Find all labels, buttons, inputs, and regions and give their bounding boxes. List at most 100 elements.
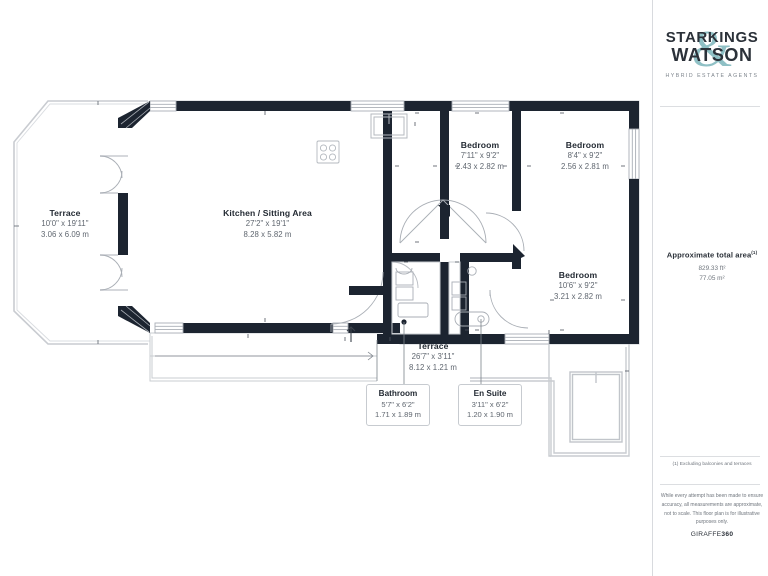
panel-divider-bottom xyxy=(660,484,760,485)
room-label-bedroom-3: Bedroom 10'6" x 9'2" 3.21 x 2.82 m xyxy=(523,270,633,302)
area-footnote-marker: (1) xyxy=(751,250,758,255)
brand-line-1: STARKINGS xyxy=(665,29,759,46)
disclaimer-text: While every attempt has been made to ens… xyxy=(660,493,764,526)
room-callout-bathroom: Bathroom 5'7" x 6'2" 1.71 x 1.89 m xyxy=(366,384,431,426)
wall-corridor-nub-2 xyxy=(513,244,525,262)
room-label-bedroom-1: Bedroom 7'11" x 9'2" 2.43 x 2.82 m xyxy=(425,140,535,172)
area-imperial: 829.33 ft² xyxy=(698,264,726,272)
room-dim-metric: 8.28 x 5.82 m xyxy=(243,229,292,239)
window-north-2 xyxy=(350,100,405,112)
wall-north-seg-1 xyxy=(176,101,351,111)
room-label-kitchen-sitting-area: Kitchen / Sitting Area 27'2" x 19'1" 8.2… xyxy=(175,208,360,240)
provider-name-suffix: 360 xyxy=(721,531,734,538)
window-south-kitchen-1 xyxy=(154,322,184,334)
room-label-terrace-west: Terrace 10'0" x 19'11" 3.06 x 6.09 m xyxy=(10,208,120,240)
door-swing-arc-bathroom xyxy=(391,261,419,289)
room-dim-imperial: 5'7" x 6'2" xyxy=(381,399,415,409)
window-south-right xyxy=(504,333,550,345)
window-east xyxy=(628,128,640,180)
window-north-1 xyxy=(149,100,177,112)
wall-east-upper xyxy=(629,101,639,129)
room-dim-imperial: 3'11" x 6'2" xyxy=(471,399,509,409)
room-dim-metric: 3.06 x 6.09 m xyxy=(41,229,89,239)
exclusion-note: (1) Excluding balconies and terraces xyxy=(672,462,752,467)
wall-kitchen-corridor xyxy=(383,111,392,331)
wall-bedroom2-left xyxy=(512,111,521,211)
room-label-bedroom-2: Bedroom 8'4" x 9'2" 2.56 x 2.81 m xyxy=(530,140,640,172)
brand-tagline: HYBRID ESTATE AGENTS xyxy=(665,72,759,79)
area-metric: 77.05 m² xyxy=(699,274,725,282)
room-name: Kitchen / Sitting Area xyxy=(223,208,312,218)
panel-divider-top xyxy=(660,106,760,107)
door-swing-arc-kitchen xyxy=(330,271,384,332)
wall-east-lower xyxy=(629,179,639,344)
room-name: Terrace xyxy=(417,341,449,351)
stairs-up-arrow xyxy=(346,326,356,342)
wall-corridor-nub xyxy=(438,205,450,217)
wall-corridor-bottom xyxy=(392,253,440,262)
door-swing-arc-terrace xyxy=(99,155,123,291)
room-dim-metric: 3.21 x 2.82 m xyxy=(554,291,602,301)
brand-logo: & STARKINGS WATSON HYBRID ESTATE AGENTS xyxy=(656,24,768,79)
garden-feature xyxy=(569,371,623,443)
panel-divider xyxy=(652,0,653,576)
room-name: Bedroom xyxy=(558,270,598,280)
room-callout-en-suite: En Suite 3'11" x 6'2" 1.20 x 1.90 m xyxy=(458,384,523,426)
room-dim-imperial: 27'2" x 19'1" xyxy=(245,219,290,229)
window-south-kitchen-2 xyxy=(332,322,349,334)
area-summary-title: Approximate total area(1) xyxy=(656,250,768,260)
room-dim-imperial: 26'7" x 3'11" xyxy=(411,352,455,362)
terrace-south-dim-arrow xyxy=(155,351,374,361)
wall-bath-left xyxy=(383,260,392,334)
door-swing-arc-bedroom3 xyxy=(489,289,529,329)
wall-ensuite-right xyxy=(460,262,469,334)
room-label-terrace-south: Terrace 26'7" x 3'11" 8.12 x 1.21 m xyxy=(378,341,488,373)
wall-hall-stub xyxy=(349,286,383,295)
provider-name-prefix: GIRAFFE xyxy=(690,531,722,538)
room-dim-metric: 1.20 x 1.90 m xyxy=(467,409,514,419)
room-name: En Suite xyxy=(473,389,507,398)
room-dim-metric: 8.12 x 1.21 m xyxy=(409,362,457,372)
room-dim-imperial: 10'6" x 9'2" xyxy=(558,281,598,291)
room-dim-metric: 2.43 x 2.82 m xyxy=(456,161,504,171)
bathroom-fixtures xyxy=(395,267,429,325)
brand-line-2: WATSON xyxy=(671,44,753,65)
terrace-south-outline xyxy=(149,333,377,382)
wall-tick-marks xyxy=(247,111,629,372)
bath-inner-lines xyxy=(391,261,461,335)
room-name: Terrace xyxy=(49,208,81,218)
panel-divider-mid xyxy=(660,456,760,457)
sink-symbol xyxy=(370,113,408,139)
room-dim-imperial: 8'4" x 9'2" xyxy=(567,151,603,161)
room-name: Bathroom xyxy=(378,389,418,398)
hob-symbol xyxy=(316,140,340,164)
door-swing-arc-bedrooms xyxy=(399,199,525,252)
ensuite-fixtures xyxy=(451,266,490,327)
wall-north-seg-3 xyxy=(509,101,639,111)
provider-logo: GIRAFFE360 xyxy=(656,531,768,538)
terrace-west-outline xyxy=(13,100,148,345)
room-dim-imperial: 10'0" x 19'11" xyxy=(41,219,89,229)
area-summary: Approximate total area(1) 829.33 ft² 77.… xyxy=(656,250,768,282)
wall-south-kitchen-b xyxy=(348,323,400,333)
room-dim-metric: 1.71 x 1.89 m xyxy=(375,409,422,419)
room-dim-metric: 2.56 x 2.81 m xyxy=(561,161,609,171)
wall-bedroom3-left xyxy=(512,253,521,269)
wall-angled-bottom xyxy=(118,305,151,333)
room-name: Bedroom xyxy=(460,140,500,150)
terrace-west-tick-marks xyxy=(14,101,99,344)
room-dim-imperial: 7'11" x 9'2" xyxy=(460,151,500,161)
wall-south-kitchen-a xyxy=(183,323,333,333)
wall-bedroom-divider xyxy=(440,111,449,239)
ampersand-icon: & xyxy=(691,21,733,78)
wall-angled-top xyxy=(118,101,151,129)
area-summary-title-text: Approximate total area xyxy=(666,250,752,260)
room-name: Bedroom xyxy=(565,140,605,150)
wall-ensuite-top xyxy=(460,253,512,262)
callout-leader-lines xyxy=(403,319,482,385)
terrace-west-outline-inner xyxy=(16,103,150,342)
wall-west-pier xyxy=(118,193,128,255)
wall-north-seg-2 xyxy=(404,101,452,111)
